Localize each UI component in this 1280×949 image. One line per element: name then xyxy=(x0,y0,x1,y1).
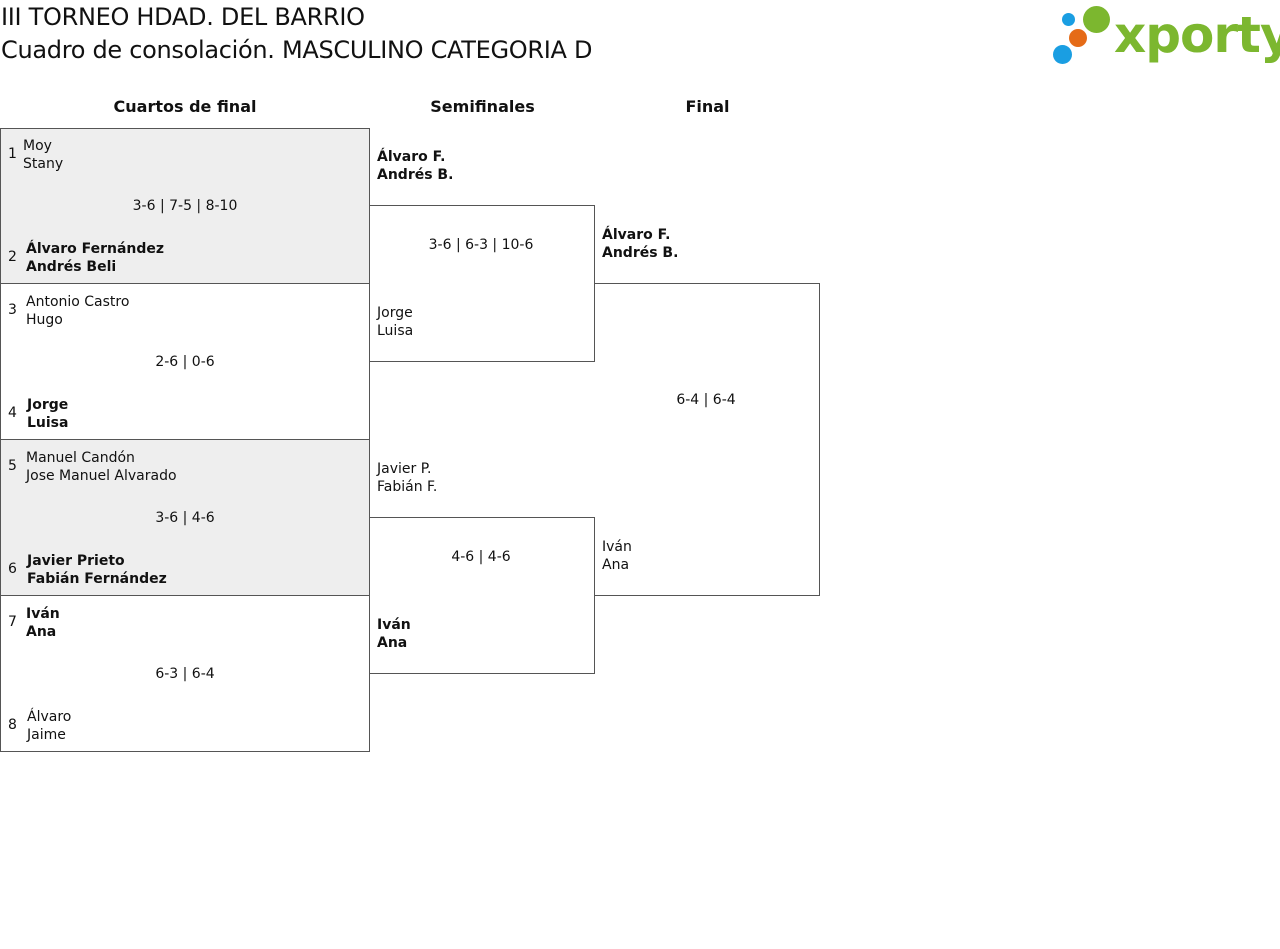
match-score: 6-3 | 6-4 xyxy=(155,666,215,682)
xporty-logo[interactable]: xporty xyxy=(1050,4,1280,68)
player-name: Iván xyxy=(377,617,411,633)
player-name: Fabián Fernández xyxy=(27,571,167,587)
player-name: Javier Prieto xyxy=(27,553,125,569)
player-name: Ana xyxy=(26,624,57,640)
semifinal-match: 4-6 | 4-6 Iván Ana xyxy=(369,517,595,674)
round-header-semifinals: Semifinales xyxy=(430,97,535,116)
player-name: Álvaro F. xyxy=(602,227,671,243)
player-name: Hugo xyxy=(26,312,63,328)
logo-dot-icon xyxy=(1062,13,1075,26)
quarterfinal-match: 5 Manuel Candón Jose Manuel Alvarado 3-6… xyxy=(0,439,370,596)
pair-entry: Moy Stany xyxy=(23,137,63,173)
quarterfinal-match: 1 Moy Stany 3-6 | 7-5 | 8-10 2 Álvaro Fe… xyxy=(0,128,370,284)
draw-subtitle: Cuadro de consolación. MASCULINO CATEGOR… xyxy=(1,36,593,64)
player-name: Antonio Castro xyxy=(26,294,130,310)
pair-entry: Jorge Luisa xyxy=(377,304,413,340)
pair-entry-winner: Jorge Luisa xyxy=(27,396,68,432)
match-score: 2-6 | 0-6 xyxy=(155,354,215,370)
match-score: 3-6 | 6-3 | 10-6 xyxy=(428,237,534,253)
player-name: Moy xyxy=(23,138,52,154)
player-name: Jaime xyxy=(27,727,66,743)
pair-entry-winner: Álvaro Fernández Andrés Beli xyxy=(26,240,164,276)
player-name: Andrés Beli xyxy=(26,259,117,275)
final-match: 6-4 | 6-4 Iván Ana xyxy=(594,283,820,596)
seed-number: 7 xyxy=(8,614,17,630)
player-name: Jorge xyxy=(377,305,413,321)
pair-entry-winner: Álvaro F. Andrés B. xyxy=(602,226,678,262)
player-name: Álvaro xyxy=(27,709,72,725)
pair-entry: Álvaro Jaime xyxy=(27,708,71,744)
seed-number: 1 xyxy=(8,146,17,162)
player-name: Stany xyxy=(23,156,64,172)
pair-entry: Iván Ana xyxy=(602,538,632,574)
logo-wordmark: xporty xyxy=(1114,6,1280,64)
quarterfinal-match: 7 Iván Ana 6-3 | 6-4 8 Álvaro Jaime xyxy=(0,595,370,752)
pair-entry: Antonio Castro Hugo xyxy=(26,293,129,329)
pair-entry-winner: Álvaro F. Andrés B. xyxy=(377,148,453,184)
player-name: Fabián F. xyxy=(377,479,438,495)
tournament-title: III TORNEO HDAD. DEL BARRIO xyxy=(1,3,365,31)
pair-entry-winner: Iván Ana xyxy=(377,616,411,652)
pair-entry: Manuel Candón Jose Manuel Alvarado xyxy=(26,449,177,485)
semifinal-match: 3-6 | 6-3 | 10-6 Jorge Luisa xyxy=(369,205,595,362)
player-name: Andrés B. xyxy=(602,245,679,261)
seed-number: 8 xyxy=(8,717,17,733)
player-name: Andrés B. xyxy=(377,167,454,183)
seed-number: 3 xyxy=(8,302,17,318)
pair-entry-winner: Javier Prieto Fabián Fernández xyxy=(27,552,167,588)
logo-dot-icon xyxy=(1069,29,1087,47)
player-name: Álvaro Fernández xyxy=(26,241,165,257)
quarterfinal-match: 3 Antonio Castro Hugo 2-6 | 0-6 4 Jorge … xyxy=(0,283,370,440)
player-name: Luisa xyxy=(27,415,69,431)
player-name: Jose Manuel Alvarado xyxy=(26,468,177,484)
player-name: Iván xyxy=(602,539,632,555)
seed-number: 4 xyxy=(8,405,17,421)
pair-entry-winner: Iván Ana xyxy=(26,605,60,641)
player-name: Jorge xyxy=(27,397,69,413)
logo-dot-icon xyxy=(1053,45,1072,64)
logo-dot-icon xyxy=(1083,6,1110,33)
match-score: 3-6 | 7-5 | 8-10 xyxy=(132,198,238,214)
player-name: Javier P. xyxy=(377,461,432,477)
seed-number: 2 xyxy=(8,249,17,265)
round-header-quarterfinals: Cuartos de final xyxy=(113,97,257,116)
pair-entry: Javier P. Fabián F. xyxy=(377,460,437,496)
player-name: Álvaro F. xyxy=(377,149,446,165)
match-score: 3-6 | 4-6 xyxy=(155,510,215,526)
seed-number: 6 xyxy=(8,561,17,577)
seed-number: 5 xyxy=(8,458,17,474)
player-name: Manuel Candón xyxy=(26,450,135,466)
round-header-final: Final xyxy=(685,97,730,116)
player-name: Ana xyxy=(377,635,408,651)
player-name: Ana xyxy=(602,557,630,573)
player-name: Iván xyxy=(26,606,60,622)
match-score: 6-4 | 6-4 xyxy=(676,392,736,408)
player-name: Luisa xyxy=(377,323,414,339)
match-score: 4-6 | 4-6 xyxy=(451,549,511,565)
